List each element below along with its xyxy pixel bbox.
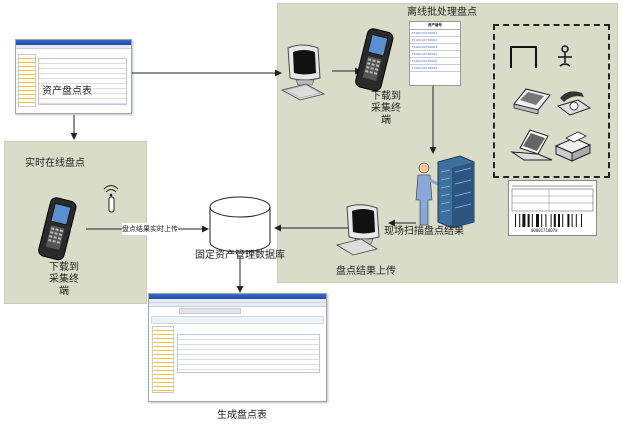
server-rack-icon (437, 155, 475, 229)
table-icon (510, 46, 537, 68)
barcode-number: 00001710078 (531, 228, 558, 233)
laptop-icon (510, 129, 553, 161)
scan-result-label: 现场扫描盘点结果 (384, 226, 464, 237)
asset-list-row: FCG0120704004 (410, 51, 460, 58)
report-screenshot (148, 293, 327, 402)
wireless-antenna-icon (103, 185, 119, 213)
database-label: 固定资产管理数据库 (195, 250, 285, 261)
asset-list-row: FCG0120704001 (410, 30, 460, 37)
equipment-group-box (493, 24, 610, 178)
download-label-top: 下载到 采集终 端 (371, 91, 401, 126)
realtime-panel-title: 实时在线盘点 (25, 158, 85, 169)
database-icon (209, 196, 271, 253)
asset-list-row: FCG0120704002 (410, 37, 460, 44)
realtime-panel (4, 141, 147, 304)
telephone-icon (556, 91, 592, 116)
chair-icon (558, 45, 572, 67)
realtime-upload-label: 盘点结果实时上传 (122, 223, 178, 235)
asset-list-label: 资产盘点表 (41, 86, 93, 98)
upload-label: 盘点结果上传 (336, 266, 396, 277)
report-label: 生成盘点表 (217, 410, 267, 421)
printer-icon (554, 131, 592, 162)
asset-list-header: 资产编号 (410, 22, 460, 30)
asset-list-row: FCG0120704003 (410, 44, 460, 51)
barcode-icon (511, 185, 594, 227)
asset-list-row: FCG0120704005 (410, 58, 460, 65)
offline-panel-title: 离线批处理盘点 (407, 7, 477, 18)
barcode-label-card: 00001710078 (508, 180, 597, 236)
download-label-bottom: 下载到 采集终 端 (49, 262, 79, 297)
asset-list-row: FCG0120704006 (410, 65, 460, 72)
scanner-icon (513, 88, 551, 115)
